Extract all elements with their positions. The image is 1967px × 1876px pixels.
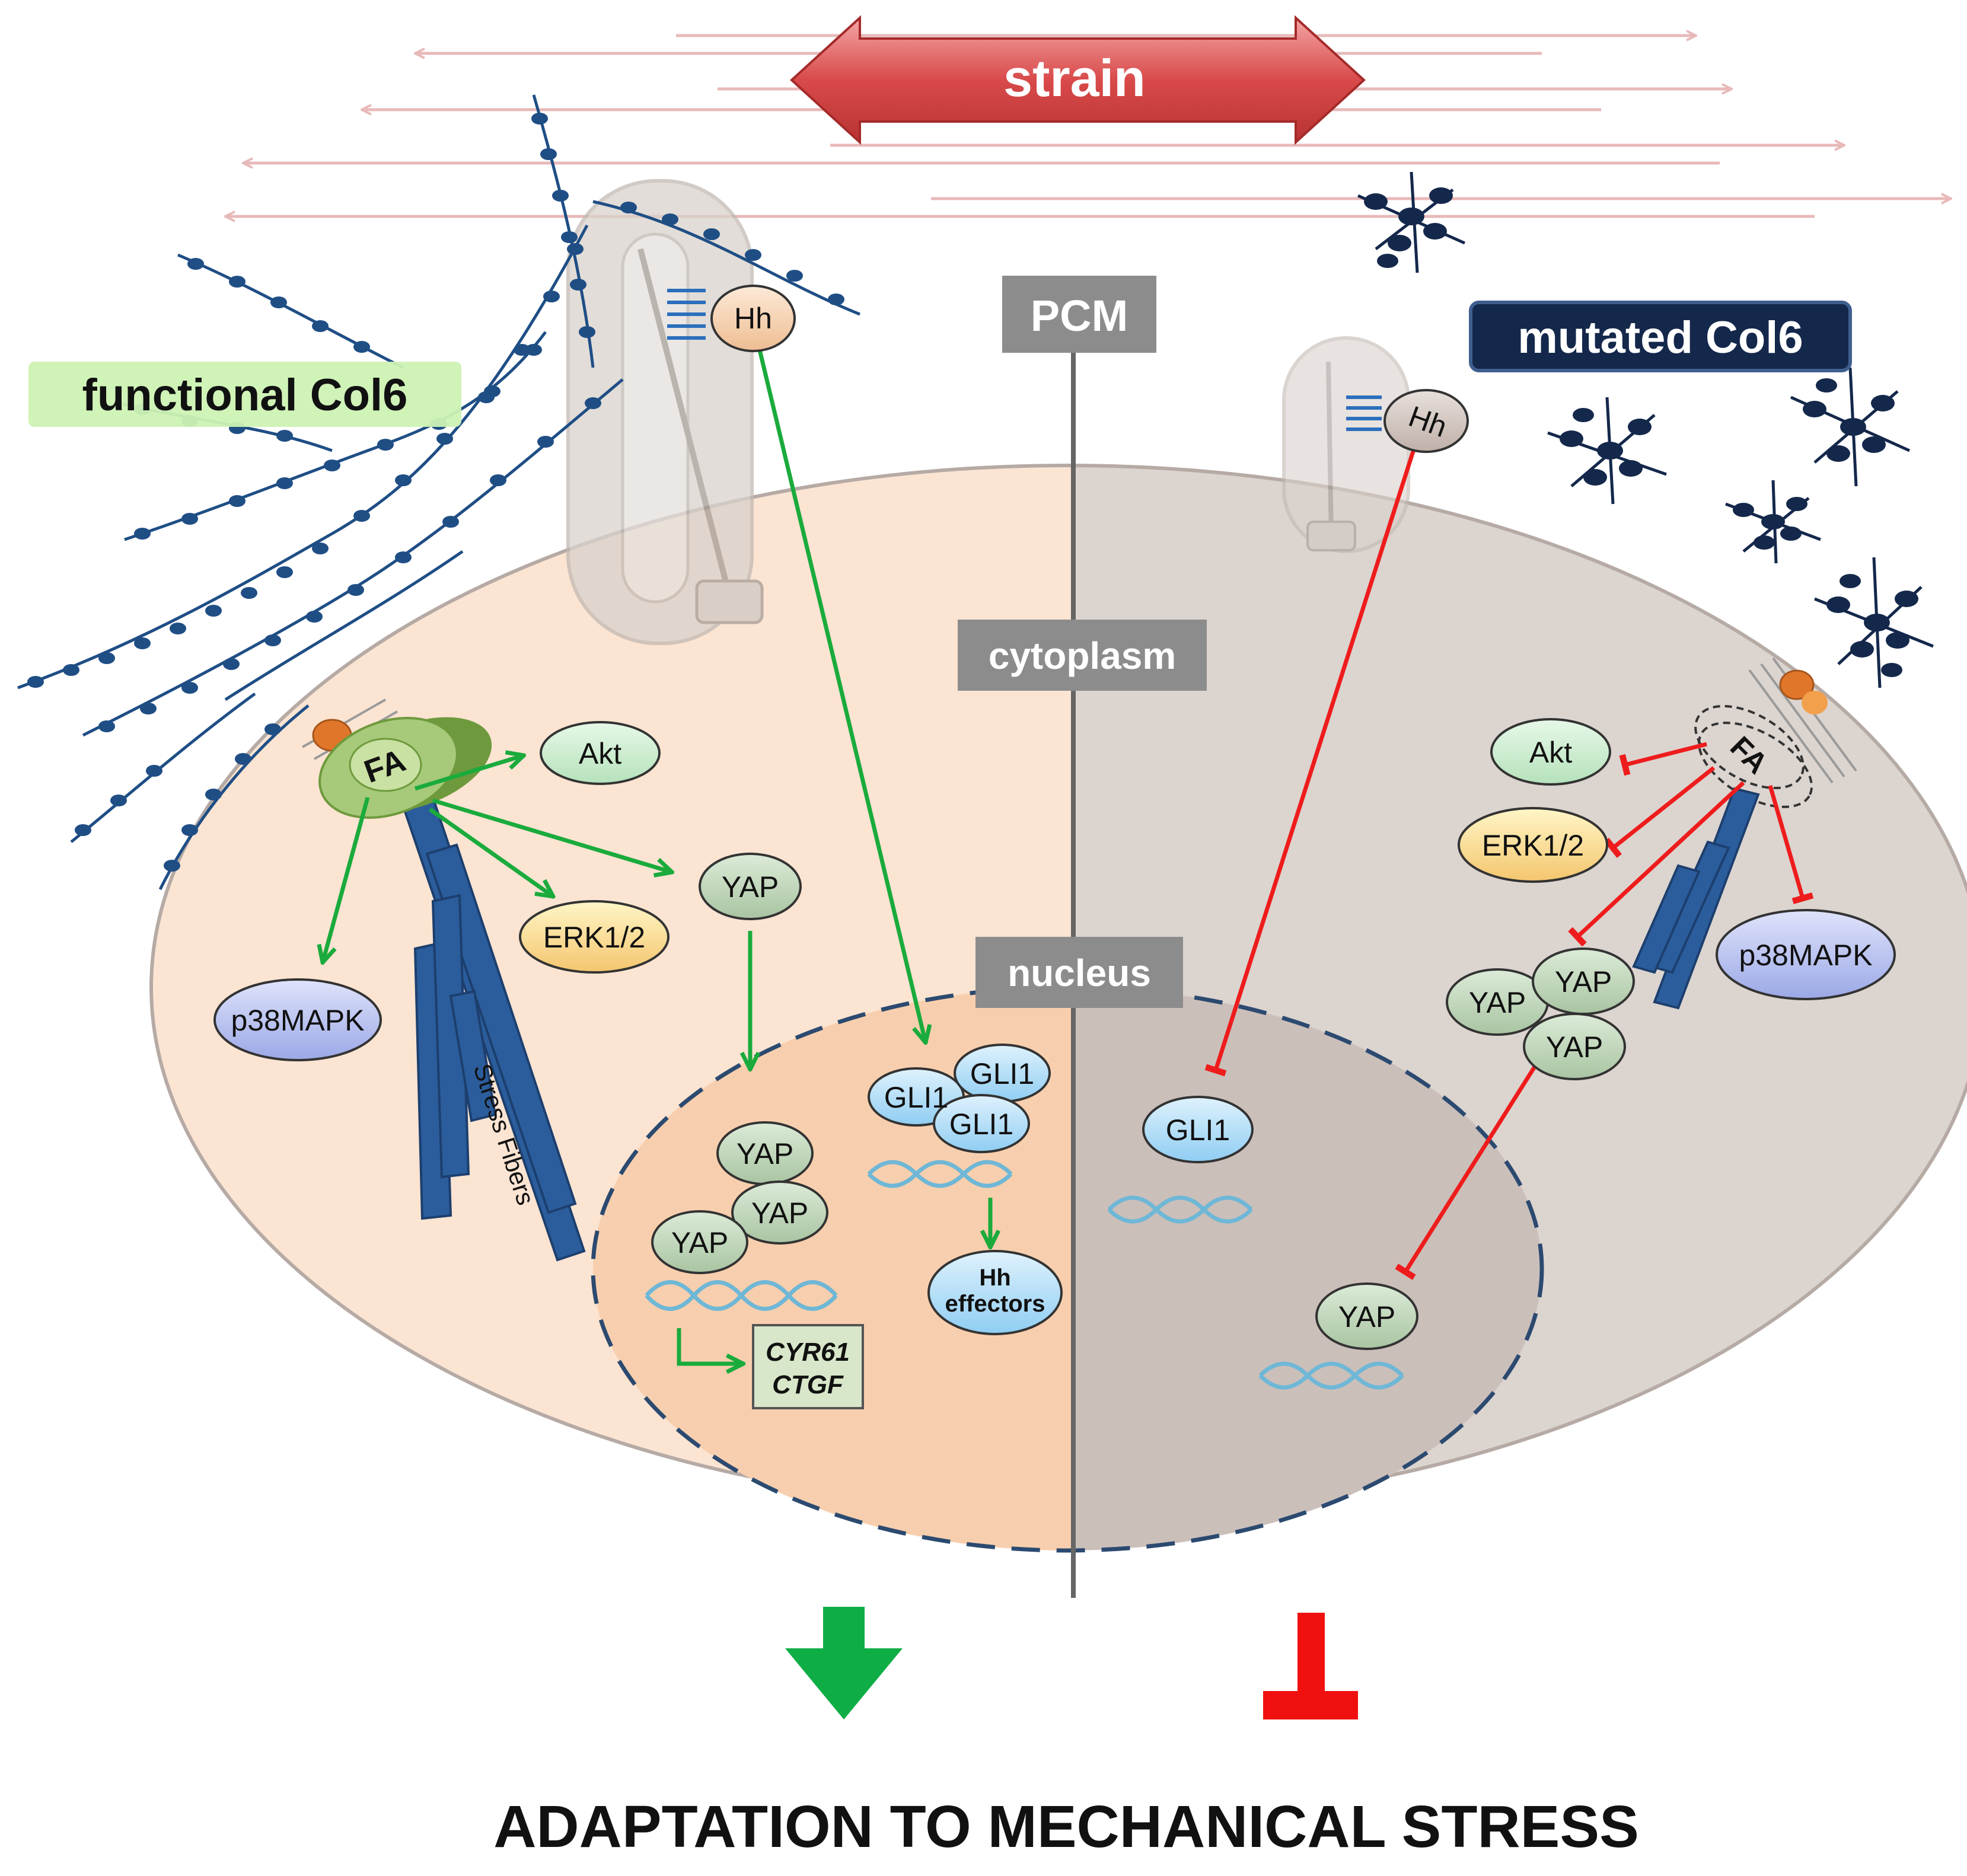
figure-caption: ADAPTATION TO MECHANICAL STRESS — [493, 1794, 1639, 1860]
nucleus-label: nucleus — [1008, 952, 1151, 994]
akt-left-label: Akt — [579, 737, 621, 770]
target-gene-ctgf: CTGF — [772, 1370, 844, 1399]
nucleus-label-box: nucleus — [975, 937, 1183, 1008]
erk-left-label: ERK1/2 — [543, 921, 645, 954]
cytoplasm-label: cytoplasm — [989, 634, 1177, 677]
gli-left-3-label: GLI1 — [949, 1108, 1013, 1141]
gli-left-3 — [933, 1094, 1030, 1153]
dna-helices — [645, 1160, 1404, 1390]
dna-left-yap — [645, 1280, 838, 1311]
mutated-col6-aggregates — [1357, 171, 1934, 688]
nuc-yap-left-2 — [731, 1181, 828, 1245]
akt-right-label: Akt — [1529, 736, 1572, 769]
primary-cilium-left — [566, 179, 764, 645]
erk-right-label: ERK1/2 — [1482, 829, 1584, 862]
dna-right-gli — [1107, 1195, 1253, 1224]
right-node-labels: Hh Akt ERK1/2 p38MAPK YAP YAP YAP GLI1 Y… — [1166, 400, 1873, 1333]
inhibition-arrows-right — [1204, 446, 1814, 1280]
functional-col6-beads — [27, 113, 844, 872]
nuc-yap-left-3 — [651, 1210, 748, 1274]
nuc-yap-left-1-label: YAP — [737, 1137, 793, 1170]
cytoplasm-label-box: cytoplasm — [958, 620, 1207, 691]
nuc-yap-right-label: YAP — [1338, 1300, 1395, 1333]
target-genes-box: CYR61 CTGF — [752, 1324, 864, 1409]
nuc-yap-right-node — [1315, 1282, 1418, 1350]
pcm-label-box: PCM — [1002, 276, 1156, 353]
hh-effectors-label-2: effectors — [945, 1291, 1045, 1317]
nuc-yap-left-2-label: YAP — [751, 1197, 808, 1230]
left-nodes — [213, 285, 1063, 1335]
yap-left-label: YAP — [722, 870, 779, 904]
p38-right-label: p38MAPK — [1739, 939, 1872, 972]
gli-left-2-label: GLI1 — [970, 1057, 1034, 1090]
gli-left-1-label: GLI1 — [884, 1081, 948, 1114]
right-nodes — [1142, 389, 1896, 1350]
akt-right-node — [1490, 718, 1611, 786]
yap-right-2-label: YAP — [1555, 965, 1612, 998]
strain-label: strain — [1003, 49, 1146, 107]
yap-right-1-label: YAP — [1469, 986, 1526, 1019]
hh-left-label: Hh — [734, 302, 772, 335]
nuc-yap-left-3-label: YAP — [671, 1226, 728, 1259]
erk-right-node — [1458, 807, 1608, 883]
focal-adhesion-right: FA — [1632, 657, 1857, 1010]
functional-col6-badge: functional Col6 — [28, 362, 461, 427]
p38-left-node — [213, 978, 382, 1061]
gli-right-label: GLI1 — [1166, 1114, 1230, 1147]
adaptation-arrow-icon — [785, 1607, 903, 1719]
hh-left-node — [710, 285, 796, 352]
hh-effectors-label-1: Hh — [979, 1265, 1010, 1291]
p38-right-node — [1716, 909, 1896, 1000]
hh-receptor-right — [1346, 395, 1382, 431]
pcm-label: PCM — [1031, 291, 1128, 340]
yap-right-3-label: YAP — [1546, 1030, 1603, 1064]
erk-left-node — [519, 900, 670, 974]
hh-right-node — [1383, 389, 1469, 453]
p38-left-label: p38MAPK — [231, 1004, 364, 1037]
dna-left-gli — [867, 1160, 1013, 1188]
focal-adhesion-left: FA — [302, 698, 492, 819]
gli-right-node — [1142, 1096, 1254, 1163]
mutated-col6-label: mutated Col6 — [1518, 312, 1803, 363]
akt-left-node — [540, 721, 661, 785]
dna-right-yap — [1258, 1361, 1404, 1390]
hh-receptor-left — [667, 289, 706, 340]
target-gene-cyr61: CYR61 — [766, 1338, 850, 1367]
hh-effectors-node — [927, 1250, 1063, 1335]
mutated-col6-badge: mutated Col6 — [1469, 301, 1852, 372]
yap-right-3 — [1523, 1013, 1626, 1080]
left-node-labels: Hh Akt YAP ERK1/2 p38MAPK YAP YAP YAP GL… — [231, 302, 1045, 1317]
functional-col6-label: functional Col6 — [82, 370, 408, 420]
yap-left-node — [699, 853, 802, 920]
activation-arrows-left — [323, 334, 990, 1364]
strain-double-arrow: strain — [790, 15, 1366, 145]
block-icon — [1263, 1613, 1358, 1719]
